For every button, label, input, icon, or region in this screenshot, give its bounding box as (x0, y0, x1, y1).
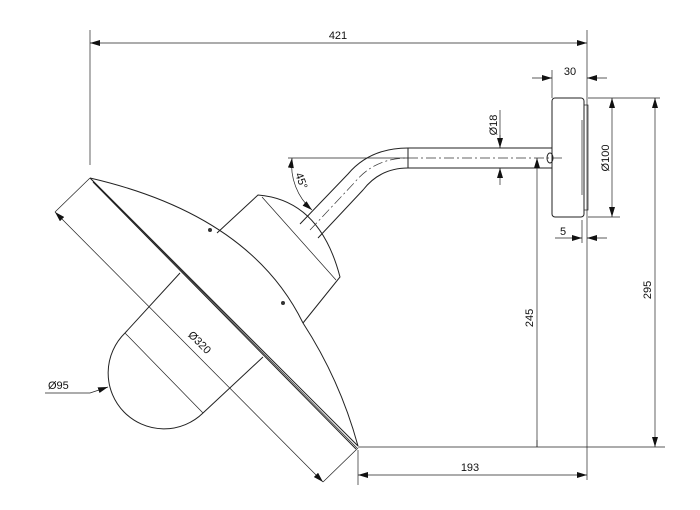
dim-shade-projection: 193 (461, 462, 479, 474)
dim-plate-diameter: Ø100 (600, 145, 612, 172)
arm (299, 147, 565, 239)
wall-plate (551, 97, 589, 218)
dim-globe-diameter: Ø95 (48, 380, 69, 392)
dim-total-height: 295 (642, 281, 654, 299)
globe (107, 272, 264, 430)
dim-arm-angle: 45° (292, 171, 309, 191)
dim-arm-diameter: Ø18 (488, 115, 500, 136)
lamp-body (216, 194, 341, 324)
shade (89, 177, 359, 450)
dim-plate-depth: 30 (564, 66, 576, 78)
dim-shade-diameter: Ø320 (185, 329, 213, 357)
dim-plate-offset: 5 (560, 226, 566, 238)
dimension-lines (45, 30, 665, 485)
dim-arm-height: 245 (524, 309, 536, 327)
dim-overall-width: 421 (329, 30, 347, 42)
